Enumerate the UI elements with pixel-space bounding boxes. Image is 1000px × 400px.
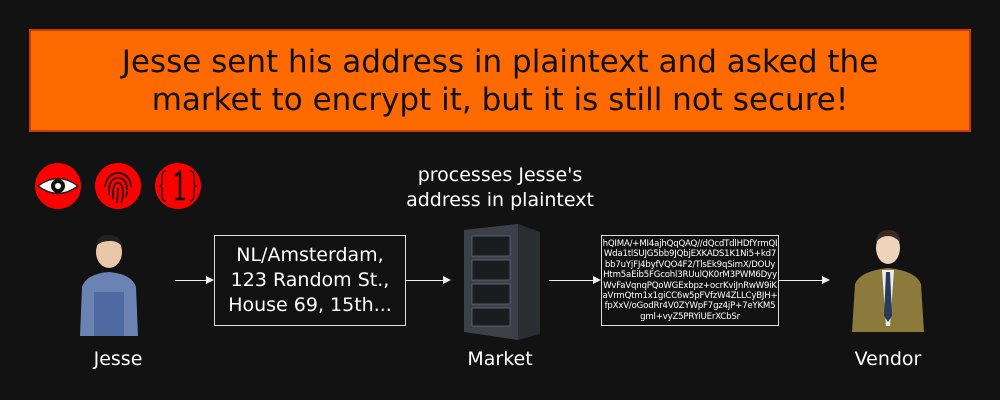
arrow-cipher-to-vendor [778, 276, 830, 284]
arrow-address-to-market [405, 276, 451, 284]
vendor-person-icon [852, 230, 924, 332]
arrow-jesse-to-address [175, 276, 214, 284]
jesse-label: Jesse [93, 348, 143, 370]
plaintext-address-box: NL/Amsterdam, 123 Random St., House 69, … [214, 235, 406, 326]
eye-icon [35, 163, 81, 209]
braces-one-icon [155, 163, 201, 209]
headline-line-2: market to encrypt it, but it is still no… [151, 81, 849, 118]
encrypted-text-box: hQIMA/+MI4ajhQqQAQ//dQcdTdlHDfYrmQIWda1t… [601, 235, 779, 326]
jesse-person-icon [80, 234, 138, 336]
server-icon [464, 224, 540, 340]
market-note: processes Jesse's address in plaintext [380, 163, 620, 213]
vendor-label: Vendor [854, 348, 922, 370]
headline-banner: Jesse sent his address in plaintext and … [29, 29, 971, 132]
arrow-market-to-cipher [549, 276, 601, 284]
market-note-line-2: address in plaintext [406, 189, 594, 211]
market-note-line-1: processes Jesse's [417, 164, 583, 186]
headline-line-1: Jesse sent his address in plaintext and … [121, 43, 879, 80]
market-label: Market [467, 348, 533, 370]
fingerprint-icon [95, 163, 141, 209]
